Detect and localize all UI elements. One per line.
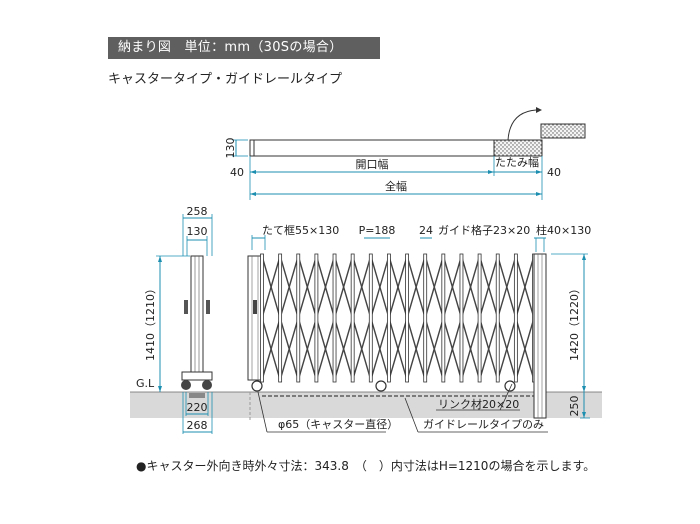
side-view: 258 130 1410（1210） 220 268	[144, 205, 213, 434]
dim-24-label: 24	[419, 224, 433, 237]
folded-width-label: たたみ幅	[495, 156, 539, 169]
lattice-link	[370, 317, 390, 381]
lattice-link	[515, 255, 535, 319]
side-dim-258: 258	[187, 205, 208, 218]
type-subtitle: キャスタータイプ・ガイドレールタイプ	[108, 72, 343, 87]
lattice-link	[333, 317, 354, 381]
lattice-link	[297, 317, 318, 381]
lattice-link	[388, 255, 408, 319]
side-frame	[190, 255, 204, 381]
lattice-link	[351, 255, 372, 319]
lattice-link	[460, 255, 481, 319]
lattice-link	[442, 255, 463, 319]
lattice-link	[515, 317, 535, 381]
front-height-label: 1420（1220）	[568, 283, 581, 361]
guide-bar	[513, 253, 518, 383]
guide-bar	[260, 253, 264, 383]
gate-post	[533, 253, 547, 419]
frame-size-label: たて框55×130	[262, 224, 339, 237]
lattice-link	[478, 317, 499, 381]
lattice-link	[460, 317, 481, 381]
guide-bar	[368, 253, 373, 383]
guide-bar	[278, 253, 283, 383]
guide-bar	[350, 253, 355, 383]
guide-bar	[387, 253, 391, 383]
front-view: たて框55×130 P=188 24 ガイド格子23×20 柱40×130 14…	[247, 223, 591, 433]
overall-width-label: 全幅	[385, 179, 407, 193]
lattice-link	[279, 317, 299, 381]
front-frame	[247, 255, 263, 381]
lattice-link	[315, 255, 336, 319]
lattice-link	[442, 317, 463, 381]
top-view: 130 40 40 開口幅 たたみ幅 全幅	[224, 107, 586, 200]
pitch-label: P=188	[359, 224, 396, 237]
lattice-link	[279, 255, 299, 319]
lattice-link	[388, 317, 408, 381]
gate-lattice	[260, 253, 536, 383]
lattice-link	[424, 317, 445, 381]
front-caster-mid	[375, 380, 387, 392]
top-dim-40-right: 40	[547, 166, 561, 179]
lattice-link	[261, 317, 281, 381]
guide-bar-label: ガイド格子23×20	[438, 223, 530, 237]
front-caster-left	[251, 380, 263, 392]
lattice-link	[261, 255, 281, 319]
top-dim-40-left: 40	[230, 166, 244, 179]
guide-bar	[459, 253, 464, 383]
side-height-label: 1410（1210）	[144, 283, 157, 361]
side-caster-right	[202, 380, 212, 390]
guide-bar	[477, 253, 482, 383]
lattice-link	[406, 255, 426, 319]
lattice-link	[424, 255, 445, 319]
guide-bar	[405, 253, 409, 383]
guide-bar	[314, 253, 319, 383]
guide-bar	[423, 253, 428, 383]
side-dim-220: 220	[187, 401, 208, 414]
footnote: ●キャスター外向き時外々寸法：343.8 （ ）内寸法はH=1210の場合を示し…	[136, 459, 596, 473]
lattice-link	[478, 255, 499, 319]
lattice-link	[497, 255, 517, 319]
guide-rail-note: ガイドレールタイプのみ	[423, 418, 544, 431]
link-material-label: リンク材20×20	[438, 397, 519, 411]
guide-bar	[332, 253, 337, 383]
lattice-link	[351, 317, 372, 381]
top-dim-130: 130	[224, 138, 237, 159]
opening-width-label: 開口幅	[356, 158, 389, 171]
lattice-link	[370, 255, 390, 319]
lattice-link	[497, 317, 517, 381]
lattice-link	[315, 317, 336, 381]
swing-arrow	[507, 109, 537, 141]
post-size-label: 柱40×130	[536, 223, 591, 237]
side-dim-268: 268	[187, 419, 208, 432]
guide-bar	[296, 253, 301, 383]
ground-level-label: G.L	[136, 377, 155, 390]
section-title: 納まり図 単位：mm（30Sの場合）	[108, 37, 380, 59]
front-dim-250: 250	[568, 396, 581, 417]
guide-bar	[441, 253, 446, 383]
side-caster-left	[181, 380, 191, 390]
caster-diameter-label: φ65（キャスター直径）	[278, 417, 398, 431]
front-caster-right	[504, 380, 516, 392]
side-dim-130: 130	[187, 225, 208, 238]
folded-section-hatch	[493, 139, 543, 157]
guide-bar	[495, 253, 500, 383]
post-hatch	[540, 123, 586, 139]
lattice-link	[297, 255, 318, 319]
lattice-link	[406, 317, 426, 381]
lattice-link	[333, 255, 354, 319]
